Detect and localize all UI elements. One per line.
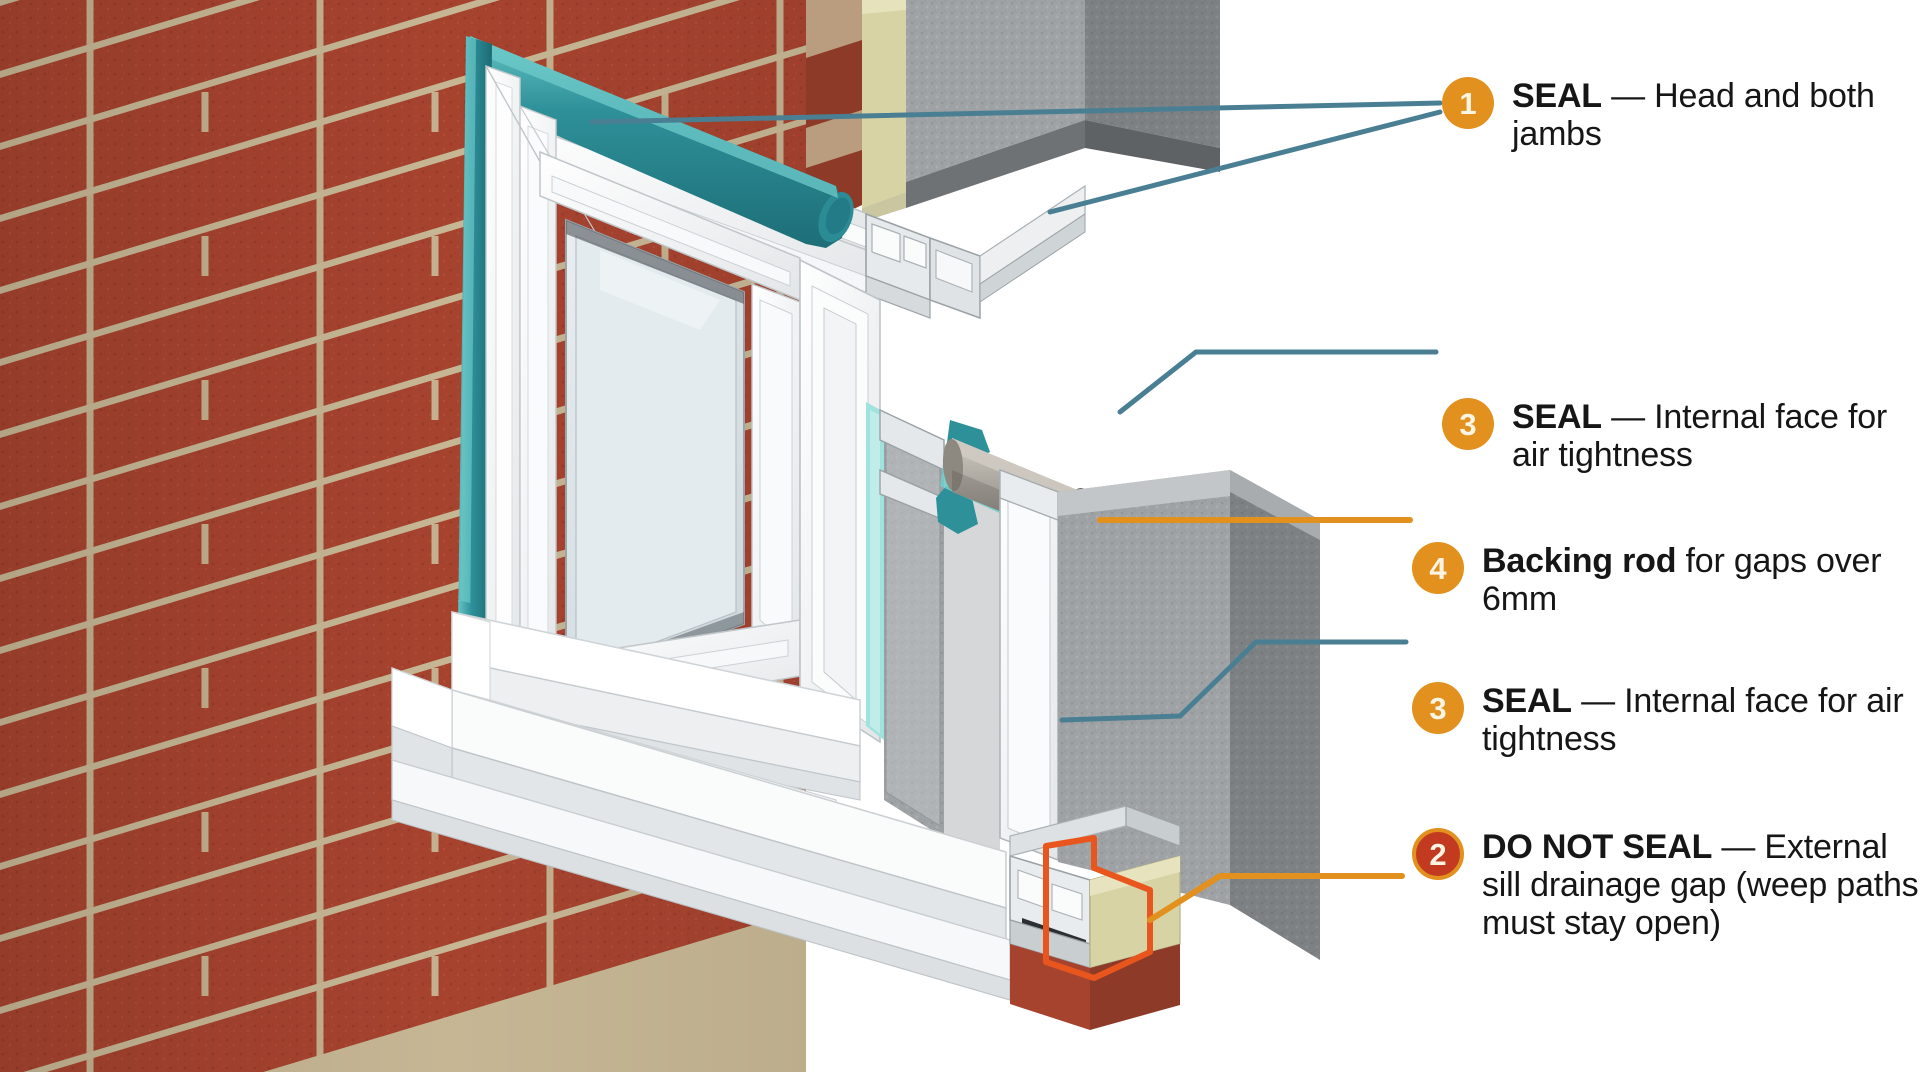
callout-1[interactable]: 1 SEAL — Head and both jambs	[1442, 77, 1920, 153]
window-frame-right-cut	[799, 258, 884, 744]
callout-badge-4[interactable]: 4	[1412, 542, 1464, 594]
sill-flashing	[1009, 805, 1181, 857]
callout-rest-1: — Head and both jambs	[1512, 77, 1875, 154]
callout-bold-3-lower: SEAL	[1482, 682, 1572, 720]
jamb-cut-section	[879, 408, 1000, 860]
window-outer-frame	[485, 65, 601, 717]
callout-text-3-lower: SEAL — Internal face for air tightness	[1482, 682, 1920, 758]
jamb-frame-over-rod	[999, 468, 1059, 862]
external-cill-board	[391, 667, 1007, 941]
callout-rest-4: for gaps over 6mm	[1482, 542, 1882, 619]
callout-badge-1[interactable]: 1	[1442, 77, 1494, 129]
callout-text-4: Backing rod for gaps over 6mm	[1482, 542, 1920, 618]
callout-rest-3-upper: — Internal face for air tightness	[1512, 398, 1888, 475]
callout-bold-4: Backing rod	[1482, 542, 1677, 580]
callout-2[interactable]: 2 DO NOT SEAL — External sill drainage g…	[1412, 828, 1920, 942]
block-inner-leaf-lower	[1058, 470, 1320, 960]
callout-3-upper[interactable]: 3 SEAL — Internal face for air tightness	[1442, 398, 1920, 474]
head-seal-bead	[466, 36, 854, 248]
callout-bold-1: SEAL	[1512, 77, 1602, 115]
callout-rest-2: — External sill drainage gap (weep paths…	[1482, 828, 1919, 943]
callout-3-lower[interactable]: 3 SEAL — Internal face for air tightness	[1412, 682, 1920, 758]
callout-badge-3-lower[interactable]: 3	[1412, 682, 1464, 734]
callout-bold-3-upper: SEAL	[1512, 398, 1602, 436]
callout-rest-3-lower: — Internal face for air tightness	[1482, 682, 1904, 759]
callout-badge-2[interactable]: 2	[1412, 828, 1464, 880]
sill-cut-section	[1009, 854, 1181, 1030]
callout-text-1: SEAL — Head and both jambs	[1512, 77, 1920, 153]
callout-badge-3-upper[interactable]: 3	[1442, 398, 1494, 450]
callout-text-2: DO NOT SEAL — External sill drainage gap…	[1482, 828, 1920, 942]
wall-buildup-head	[806, 0, 1220, 232]
callout-4[interactable]: 4 Backing rod for gaps over 6mm	[1412, 542, 1920, 618]
leader-lines	[589, 100, 1443, 923]
callout-bold-2: DO NOT SEAL	[1482, 828, 1713, 866]
callout-text-3-upper: SEAL — Internal face for air tightness	[1512, 398, 1920, 474]
